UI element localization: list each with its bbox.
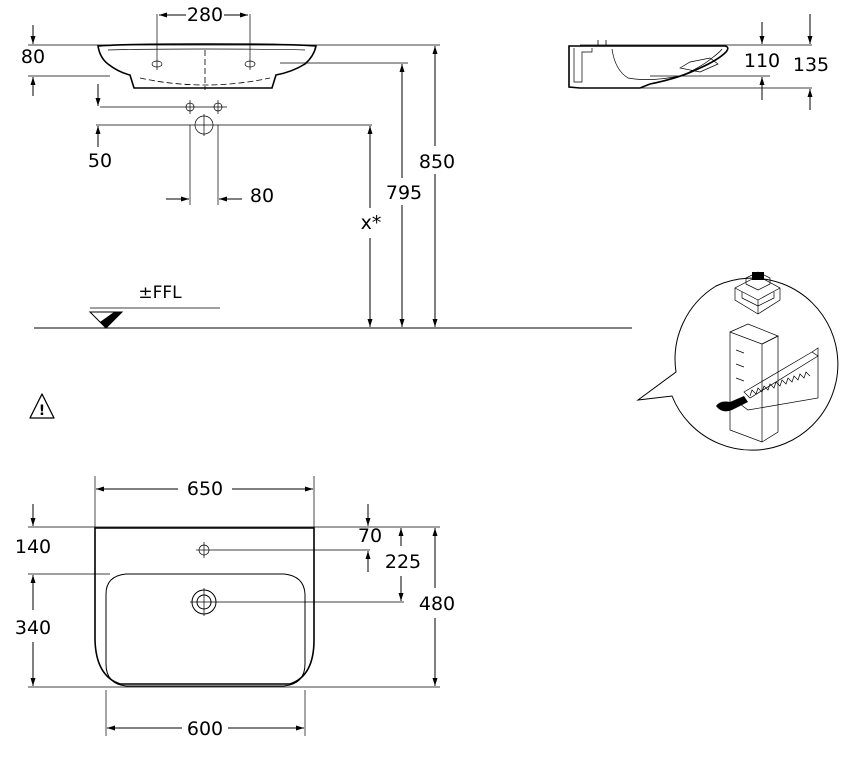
tap-spacing-label: 280	[187, 4, 223, 26]
side-view: 110 135	[568, 14, 829, 110]
floor-level-icon	[100, 312, 122, 328]
floor-level-label: ±FFL	[138, 283, 182, 303]
tap-offset-label: 140	[15, 536, 51, 558]
bowl-depth-label: 340	[15, 617, 51, 639]
tap-to-waste-label: 225	[385, 551, 421, 573]
variable-height-label: x*	[361, 212, 382, 234]
outer-width-label: 650	[187, 478, 223, 500]
waste-spacing-label: 50	[88, 150, 112, 172]
total-height-label: 850	[419, 151, 455, 173]
warning-triangle-icon	[29, 393, 55, 419]
front-view: 280 80 50 80 x* 795 850	[21, 4, 632, 329]
detail-callout	[636, 271, 839, 451]
inner-depth-label: 110	[744, 50, 780, 72]
rim-height-label: 80	[21, 46, 45, 68]
rim-to-tap-label: 70	[358, 525, 382, 547]
waste-pipe-label: 80	[250, 185, 274, 207]
top-view: 650 140 340 70 225 480 600	[15, 476, 455, 740]
bowl-width-label: 600	[187, 718, 223, 740]
outer-depth-label: 135	[793, 54, 829, 76]
total-depth-label: 480	[419, 593, 455, 615]
mounting-height-label: 795	[386, 182, 422, 204]
warning-symbol: !	[39, 403, 45, 419]
